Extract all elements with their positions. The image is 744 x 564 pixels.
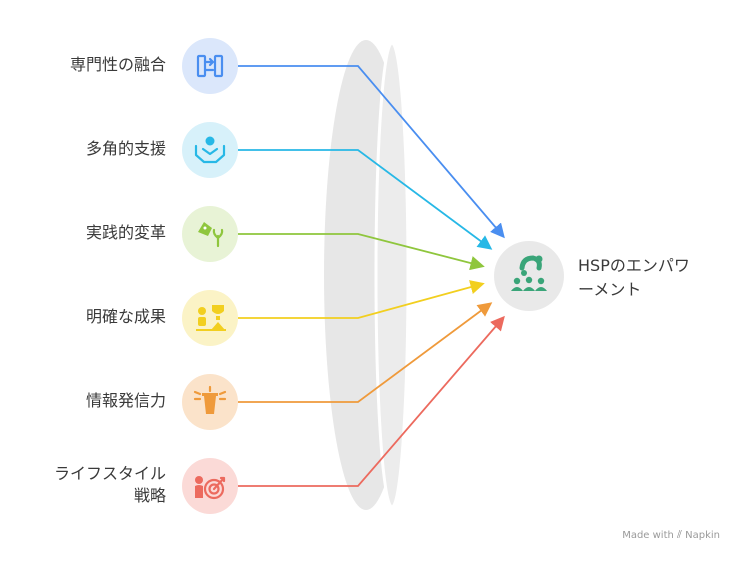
input-label-line: 明確な成果 bbox=[85, 307, 166, 326]
outcome-label-line-2: ーメント bbox=[578, 280, 642, 299]
input-label-2: 多角的支援 bbox=[86, 138, 166, 160]
outcome-circle bbox=[494, 241, 564, 311]
watermark-brand: Napkin bbox=[685, 530, 720, 541]
outcome-label-line-1: HSPのエンパワ bbox=[578, 256, 690, 275]
merge-icon bbox=[196, 54, 224, 78]
input-node-5 bbox=[182, 374, 238, 430]
support-person-icon bbox=[194, 136, 226, 164]
input-circles bbox=[182, 38, 238, 514]
trophy-achievement-icon bbox=[196, 305, 226, 331]
connector-arrow-1 bbox=[238, 65, 505, 239]
growth-plant-icon bbox=[198, 222, 224, 248]
connectors bbox=[238, 65, 505, 487]
input-label-line: 専門性の融合 bbox=[69, 55, 166, 74]
watermark: Made with ⫽ Napkin bbox=[622, 528, 720, 542]
broadcast-tower-icon bbox=[193, 385, 227, 414]
watermark-prefix: Made with bbox=[622, 530, 674, 541]
input-circle bbox=[182, 122, 238, 178]
outcome-label: HSPのエンパワ ーメント bbox=[578, 254, 738, 302]
input-circle bbox=[182, 290, 238, 346]
input-node-2 bbox=[182, 122, 238, 178]
target-strategy-icon bbox=[195, 476, 226, 500]
input-label-4: 明確な成果 bbox=[86, 306, 166, 328]
connector-arrow-5 bbox=[238, 302, 493, 403]
input-circle bbox=[182, 206, 238, 262]
input-label-1: 専門性の融合 bbox=[70, 54, 166, 76]
input-label-line: ライフスタイル bbox=[53, 464, 166, 483]
input-node-1 bbox=[182, 38, 238, 94]
outcome-node bbox=[494, 241, 564, 311]
input-label-6: ライフスタイル戦略 bbox=[54, 463, 166, 507]
connector-arrow-4 bbox=[238, 280, 485, 319]
connector-arrow-6 bbox=[238, 315, 505, 487]
input-label-line: 実践的変革 bbox=[85, 223, 166, 242]
napkin-logo-icon: ⫽ bbox=[677, 528, 682, 541]
connector-arrow-2 bbox=[238, 149, 493, 250]
empowerment-group-icon bbox=[511, 255, 547, 291]
input-label-5: 情報発信力 bbox=[86, 390, 166, 412]
input-label-line: 多角的支援 bbox=[85, 139, 166, 158]
connector-arrow-3 bbox=[238, 233, 485, 271]
input-node-3 bbox=[182, 206, 238, 262]
input-label-line: 情報発信力 bbox=[85, 391, 166, 410]
input-label-3: 実践的変革 bbox=[86, 222, 166, 244]
input-node-4 bbox=[182, 290, 238, 346]
input-label-line: 戦略 bbox=[133, 486, 166, 505]
lens-shape bbox=[324, 40, 410, 510]
input-node-6 bbox=[182, 458, 238, 514]
